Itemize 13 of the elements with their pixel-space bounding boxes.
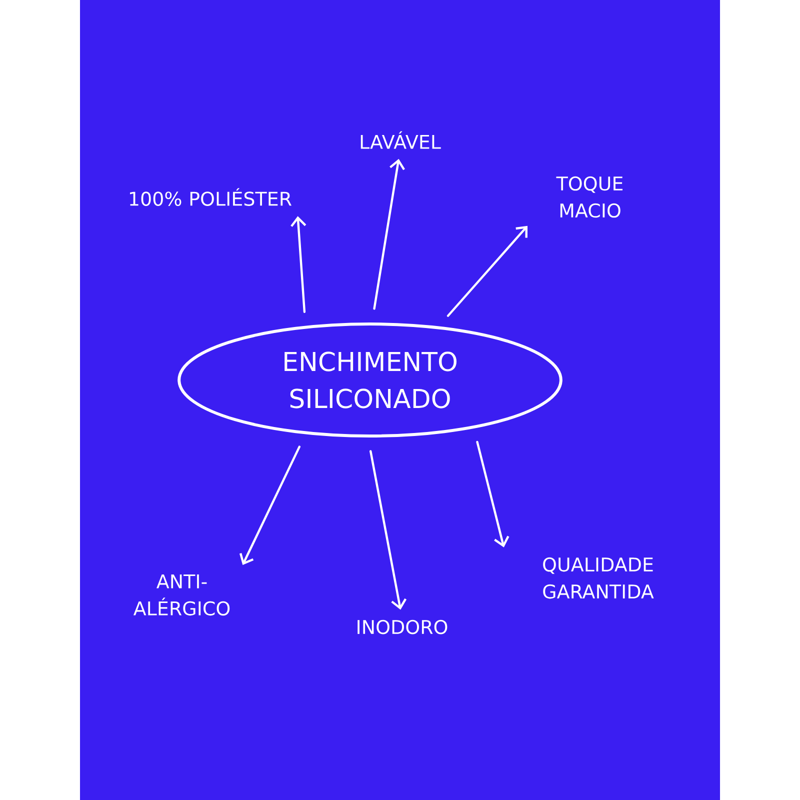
arrow	[446, 226, 528, 317]
feature-label: QUALIDADE GARANTIDA	[543, 557, 654, 599]
ellipse-node: ENCHIMENTO SILICONADO	[178, 322, 562, 438]
arrow	[476, 440, 510, 548]
feature-label: INODORO	[358, 620, 448, 634]
feature-label: TOQUE MACIO	[556, 176, 622, 218]
arrow	[370, 450, 407, 610]
feature-label: LAVÁVEL	[360, 131, 441, 149]
arrow	[290, 216, 306, 313]
arrow	[373, 158, 405, 310]
arrow	[239, 446, 300, 566]
feature-label: ANTI- ALÉRGICO	[133, 574, 230, 616]
feature-label: 100% POLIÉSTER	[130, 188, 292, 206]
